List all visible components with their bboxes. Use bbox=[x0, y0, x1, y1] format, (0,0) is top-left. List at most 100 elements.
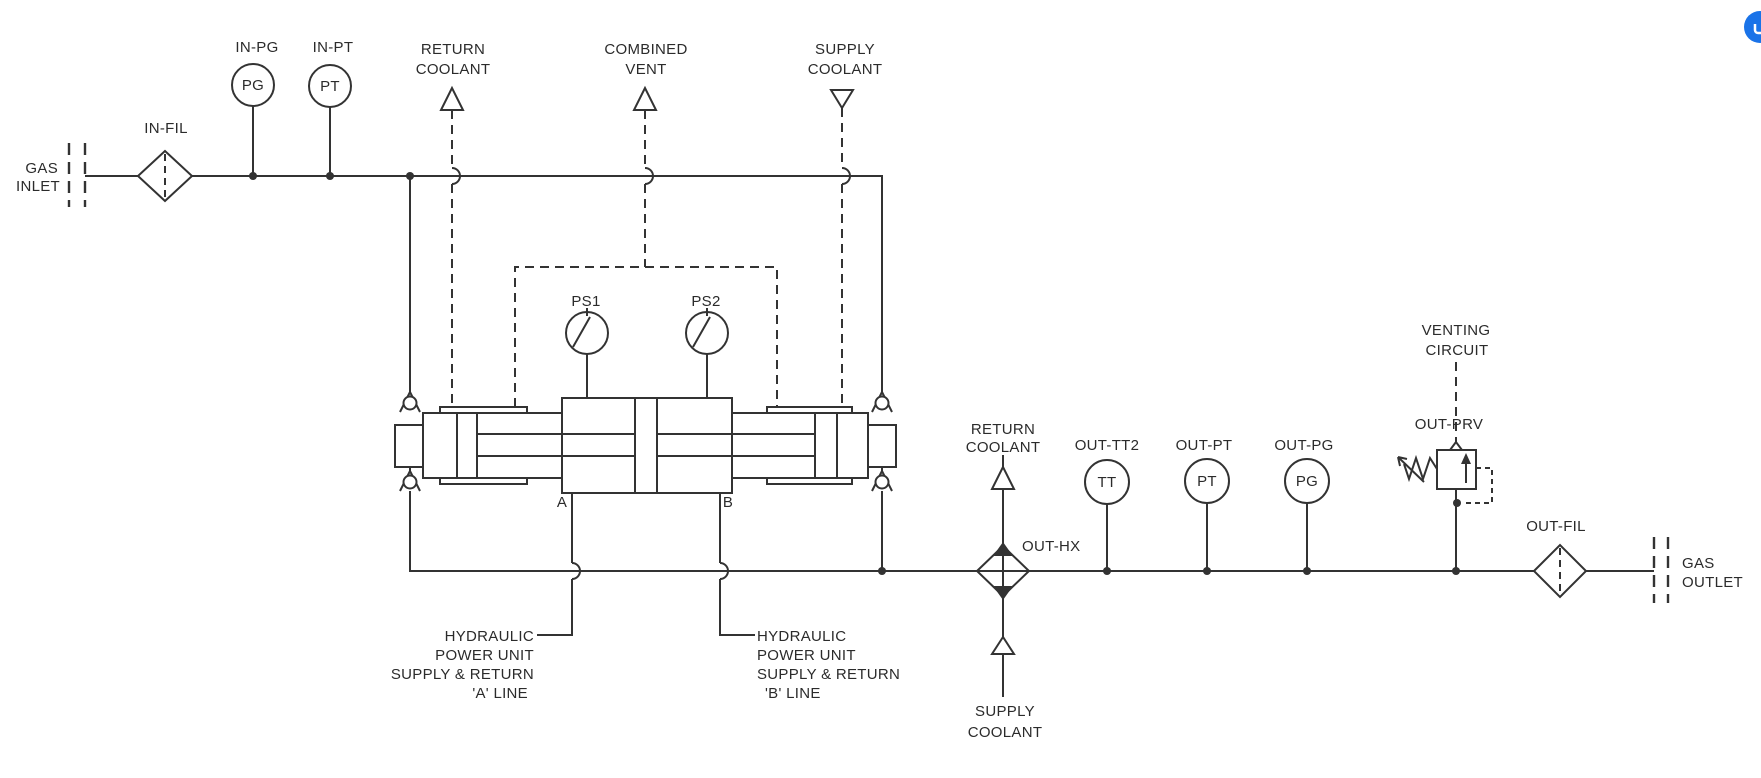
gas-inlet-label-line2: INLET bbox=[16, 178, 60, 195]
battery-limit-marks bbox=[67, 143, 87, 207]
flange-plate-bottom-left bbox=[439, 477, 528, 485]
out-pg-tag: OUT-PG bbox=[1274, 437, 1333, 454]
ps1-pressure-switch: PS1 bbox=[565, 293, 609, 398]
outlet-pressure-relief-valve: VENTING CIRCUIT OUT-PRV bbox=[1397, 322, 1493, 571]
end-cap-right bbox=[867, 424, 897, 468]
inlet-boundary: GAS INLET bbox=[16, 143, 87, 207]
line-hop bbox=[644, 167, 654, 185]
return-coolant-label-line1: RETURN bbox=[421, 41, 485, 58]
in-pt-symbol: PT bbox=[320, 78, 340, 95]
junction-dot bbox=[1203, 567, 1211, 575]
switch-bubble bbox=[685, 311, 729, 355]
line-hop bbox=[719, 562, 729, 580]
filter-diamond bbox=[1532, 543, 1588, 599]
outlet-boundary: GAS OUTLET bbox=[1652, 537, 1743, 603]
hpu-a-label-line4: 'A' LINE bbox=[472, 685, 528, 702]
inlet-pressure-gauge: IN-PG PG bbox=[231, 39, 278, 176]
hx-return-coolant-line2: COOLANT bbox=[966, 439, 1041, 456]
venting-circuit-label-line1: VENTING bbox=[1422, 322, 1491, 339]
hx-supply-coolant-line2: COOLANT bbox=[968, 724, 1043, 741]
out-pg-symbol: PG bbox=[1296, 473, 1318, 490]
hx-return-coolant-line1: RETURN bbox=[971, 421, 1035, 438]
line-hop bbox=[451, 167, 461, 185]
out-tt2-tag: OUT-TT2 bbox=[1075, 437, 1140, 454]
outlet-pressure-gauge: OUT-PG PG bbox=[1274, 437, 1333, 571]
junction-dot bbox=[1452, 567, 1460, 575]
out-fil-tag: OUT-FIL bbox=[1526, 518, 1586, 535]
prv-adjust-arrow bbox=[1397, 456, 1425, 483]
outlet-gas-line bbox=[409, 491, 1654, 572]
combined-vent: COMBINED VENT bbox=[604, 41, 687, 267]
instrument-bubble bbox=[1084, 459, 1130, 505]
check-ball bbox=[402, 474, 418, 490]
in-pg-tag: IN-PG bbox=[235, 39, 278, 56]
flow-arrow-up bbox=[439, 85, 465, 111]
out-tt2-symbol: TT bbox=[1098, 474, 1117, 491]
prv-spring bbox=[1403, 454, 1438, 483]
junction-dot bbox=[249, 172, 257, 180]
check-valve-inlet-right bbox=[871, 391, 893, 413]
ps2-pressure-switch: PS2 bbox=[685, 293, 729, 398]
combined-vent-label-line2: VENT bbox=[625, 61, 666, 78]
return-coolant-label-line2: COOLANT bbox=[416, 61, 491, 78]
out-pt-symbol: PT bbox=[1197, 473, 1217, 490]
hydraulic-cylinder-body bbox=[561, 397, 733, 494]
switch-contact bbox=[572, 308, 591, 348]
filter-diamond bbox=[136, 149, 194, 203]
gas-inlet-label-line1: GAS bbox=[25, 160, 58, 177]
inlet-filter: IN-FIL bbox=[136, 120, 194, 203]
ps1-tag: PS1 bbox=[571, 293, 600, 310]
junction-dot bbox=[878, 567, 886, 575]
return-coolant-top: RETURN COOLANT bbox=[416, 41, 491, 407]
hydraulic-port-a-line: A HYDRAULIC POWER UNIT SUPPLY & RETURN '… bbox=[391, 493, 581, 702]
check-valve-inlet-left bbox=[399, 391, 421, 413]
outlet-pressure-transmitter: OUT-PT PT bbox=[1176, 437, 1233, 571]
gas-outlet-label-line1: GAS bbox=[1682, 555, 1715, 572]
prv-seat-triangle bbox=[1448, 440, 1464, 451]
prv-pilot-line bbox=[1463, 467, 1493, 504]
flange-plate-top-left bbox=[439, 406, 528, 414]
ps-enclosure-box bbox=[514, 266, 778, 407]
line-hop bbox=[841, 167, 851, 185]
prv-body bbox=[1436, 449, 1477, 490]
out-pt-tag: OUT-PT bbox=[1176, 437, 1233, 454]
hpu-a-label-line2: POWER UNIT bbox=[435, 647, 534, 664]
instrument-bubble bbox=[1284, 458, 1330, 504]
hx-supply-coolant-line1: SUPPLY bbox=[975, 703, 1035, 720]
inlet-gas-line bbox=[85, 175, 883, 392]
instrument-bubble bbox=[308, 64, 352, 108]
flange-plate-top-right bbox=[766, 406, 853, 414]
instrument-bubble bbox=[1184, 458, 1230, 504]
hpu-a-label-line3: SUPPLY & RETURN bbox=[391, 666, 534, 683]
in-pt-tag: IN-PT bbox=[313, 39, 354, 56]
check-ball bbox=[874, 395, 890, 411]
supply-coolant-label-line1: SUPPLY bbox=[815, 41, 875, 58]
supply-coolant-label-line2: COOLANT bbox=[808, 61, 883, 78]
ps2-tag: PS2 bbox=[691, 293, 720, 310]
flow-arrow-up bbox=[632, 85, 658, 111]
flow-arrow-up bbox=[990, 464, 1016, 490]
supply-coolant-top: SUPPLY COOLANT bbox=[808, 41, 883, 407]
open-external-button[interactable] bbox=[1744, 11, 1761, 43]
in-fil-tag: IN-FIL bbox=[144, 120, 187, 137]
battery-limit-marks bbox=[1652, 537, 1670, 603]
junction-dot bbox=[326, 172, 334, 180]
flange-plate-bottom-right bbox=[766, 477, 853, 485]
gas-outlet-label-line2: OUTLET bbox=[1682, 574, 1743, 591]
hpu-b-label-line2: POWER UNIT bbox=[757, 647, 856, 664]
junction-dot bbox=[406, 172, 414, 180]
outlet-heat-exchanger: RETURN COOLANT OUT-HX SUPPLY COOLANT bbox=[966, 421, 1080, 741]
flow-arrow-down bbox=[829, 89, 855, 110]
junction-dot bbox=[1303, 567, 1311, 575]
out-prv-tag: OUT-PRV bbox=[1415, 416, 1484, 433]
end-cap-left bbox=[394, 424, 424, 468]
prv-flow-arrowhead bbox=[1461, 453, 1471, 464]
hydraulic-port-b-line: B HYDRAULIC POWER UNIT SUPPLY & RETURN '… bbox=[719, 493, 900, 702]
inlet-pressure-transmitter: IN-PT PT bbox=[308, 39, 354, 176]
gas-piston-right bbox=[814, 413, 838, 478]
check-valve-discharge-right bbox=[871, 467, 893, 492]
check-valve-discharge-left bbox=[399, 467, 421, 492]
piston-rod bbox=[477, 433, 815, 457]
port-b-label: B bbox=[723, 494, 733, 511]
